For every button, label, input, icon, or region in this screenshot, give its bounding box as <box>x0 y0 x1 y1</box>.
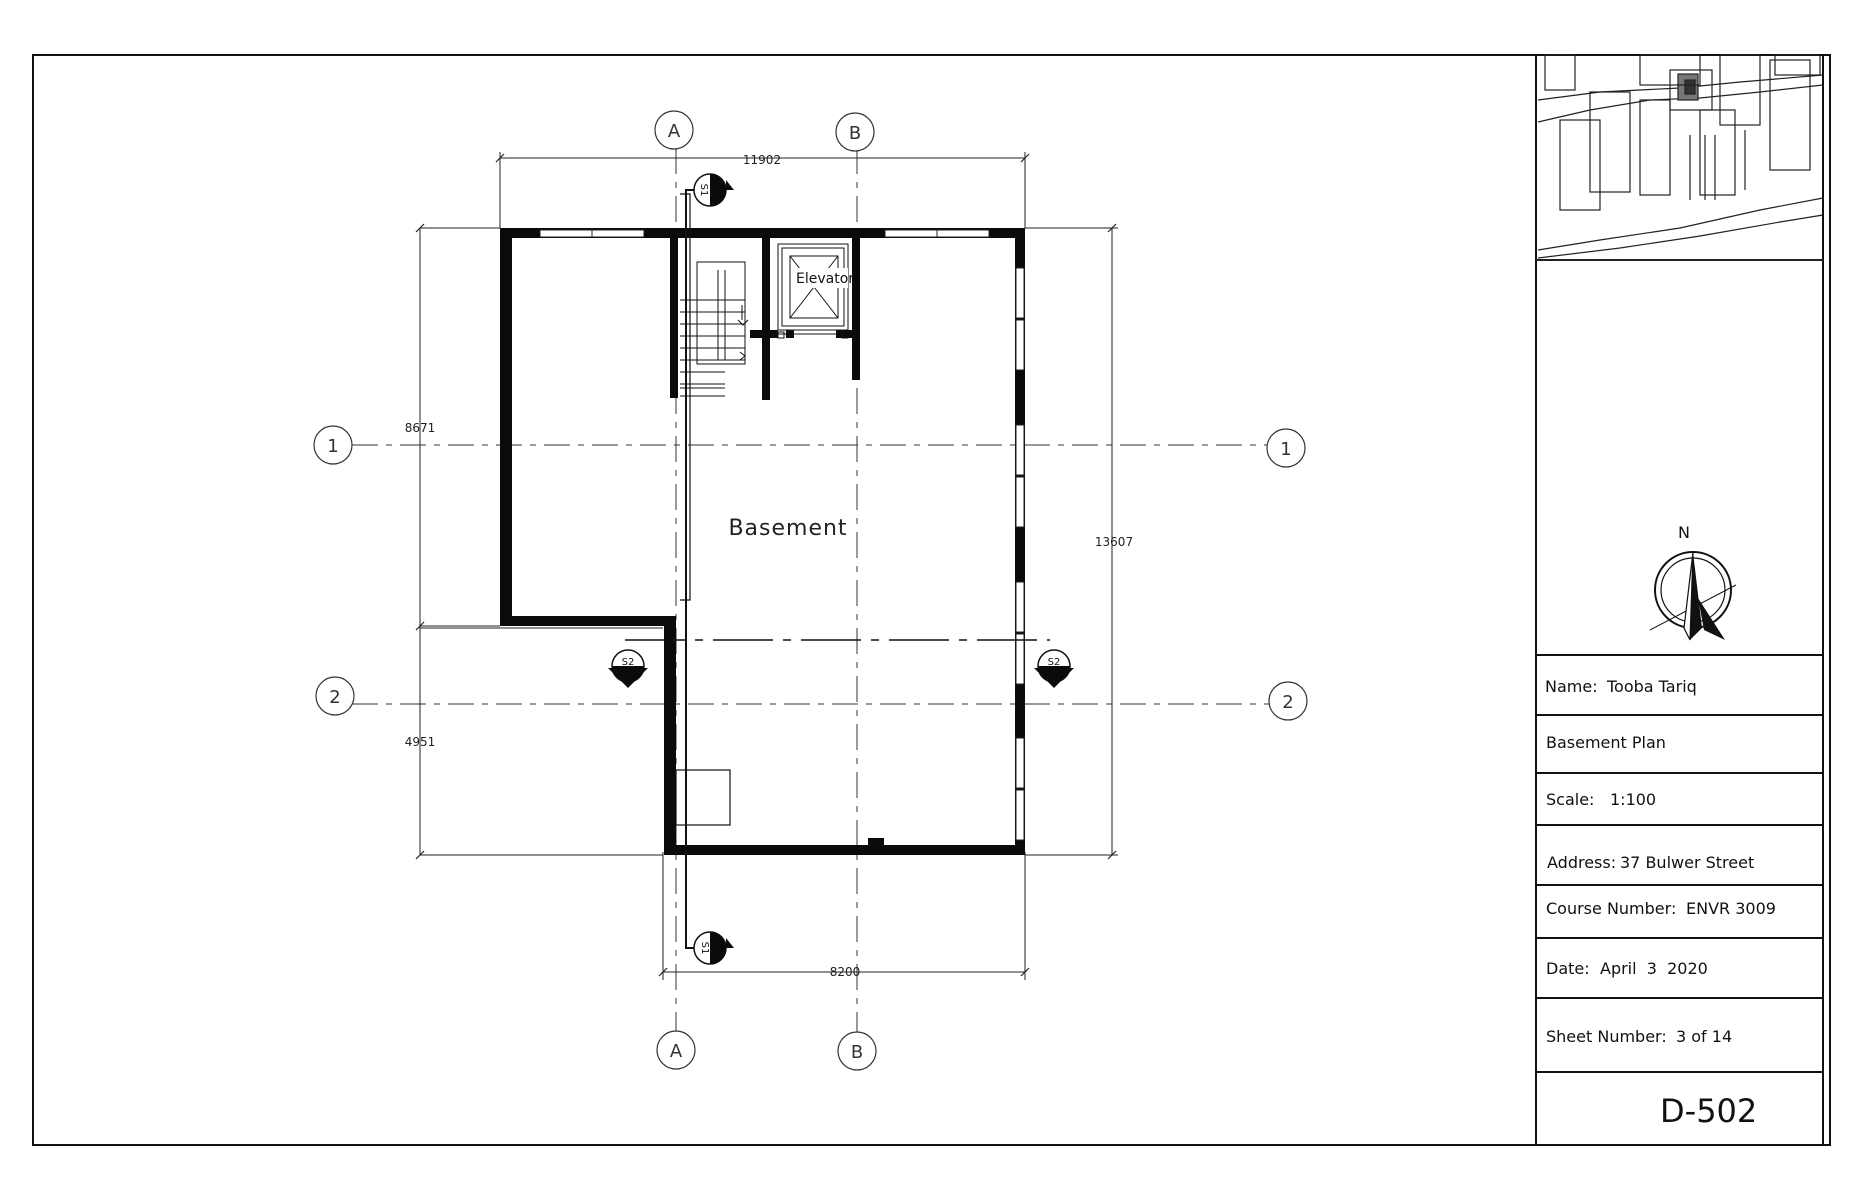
title-name-row: Name: Tooba Tariq <box>1545 677 1697 696</box>
scale-label: Scale: <box>1546 790 1594 809</box>
sheet-border <box>32 54 1831 1146</box>
stair-core <box>670 238 860 400</box>
address-value: 37 Bulwer Street <box>1620 853 1754 872</box>
dim-bottom: 8200 <box>830 965 861 979</box>
grid-bubble-b-top: B <box>835 112 875 152</box>
section-marker-s1-bottom: S1 <box>693 931 734 965</box>
elevator-shaft <box>777 243 849 339</box>
date-value: April 3 2020 <box>1600 959 1708 978</box>
title-sheet-row: Sheet Number: 3 of 14 <box>1546 1027 1732 1046</box>
elevator-label: Elevator <box>796 271 854 287</box>
drawing-title: Basement Plan <box>1546 733 1666 752</box>
grid-bubble-2-right: 2 <box>1268 681 1308 721</box>
grid-bubble-b-bottom: B <box>837 1031 877 1071</box>
svg-text:S1: S1 <box>698 184 709 197</box>
svg-text:1: 1 <box>327 436 338 457</box>
svg-text:A: A <box>670 1041 683 1062</box>
svg-text:S2: S2 <box>1048 657 1061 668</box>
section-marker-s1-top: S1 <box>693 173 734 207</box>
dim-left-lower: 4951 <box>405 735 436 749</box>
sheet-value: 3 of 14 <box>1676 1027 1732 1046</box>
svg-text:2: 2 <box>329 687 340 708</box>
interior-details <box>675 193 731 826</box>
top-windows <box>539 229 990 238</box>
svg-text:S1: S1 <box>699 942 710 955</box>
title-scale-row: Scale: 1:100 <box>1546 790 1656 809</box>
title-block <box>1536 654 1823 1073</box>
svg-text:B: B <box>851 1042 863 1063</box>
dimension-ticks <box>415 153 1117 977</box>
svg-text:1: 1 <box>1280 439 1291 460</box>
room-label-basement: Basement <box>728 516 847 541</box>
grid-bubble-1-right: 1 <box>1266 428 1306 468</box>
svg-text:A: A <box>668 121 681 142</box>
site-key-map <box>1536 54 1824 261</box>
name-label: Name: <box>1545 677 1598 696</box>
sheet-label: Sheet Number: <box>1546 1027 1667 1046</box>
drawing-number: D-502 <box>1660 1092 1757 1130</box>
section-marker-s2-left: S2 <box>608 649 648 688</box>
dim-top: 11902 <box>743 153 781 167</box>
north-label: N <box>1678 523 1690 542</box>
exterior-walls <box>500 228 1025 855</box>
course-value: ENVR 3009 <box>1686 899 1776 918</box>
grid-bubble-1-left: 1 <box>313 425 353 465</box>
address-label: Address: <box>1547 853 1616 872</box>
course-label: Course Number: <box>1546 899 1676 918</box>
title-date-row: Date: April 3 2020 <box>1546 959 1708 978</box>
title-course-row: Course Number: ENVR 3009 <box>1546 899 1776 918</box>
section-marker-s2-right: S2 <box>1034 649 1074 688</box>
svg-text:B: B <box>849 123 861 144</box>
title-address-row: Address: 37 Bulwer Street <box>1547 853 1754 872</box>
dim-right: 13607 <box>1095 535 1133 549</box>
north-arrow-icon: N <box>1649 523 1737 641</box>
grid-bubble-a-bottom: A <box>656 1030 696 1070</box>
grid-bubble-a-top: A <box>654 110 694 150</box>
date-label: Date: <box>1546 959 1590 978</box>
grid-bubble-2-left: 2 <box>315 676 355 716</box>
dim-left-upper: 8671 <box>405 421 436 435</box>
svg-text:2: 2 <box>1282 692 1293 713</box>
scale-value: 1:100 <box>1610 790 1656 809</box>
svg-text:S2: S2 <box>622 657 635 668</box>
dimension-lines <box>419 152 1118 980</box>
right-windows <box>1015 267 1025 841</box>
name-value: Tooba Tariq <box>1606 677 1697 696</box>
